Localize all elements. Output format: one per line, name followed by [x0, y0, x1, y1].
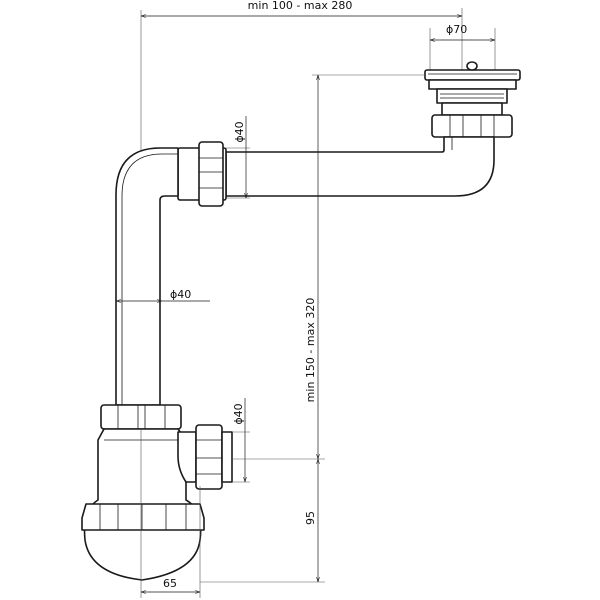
strainer-nut: [431, 114, 513, 138]
dim-outlet-height-label: 95: [304, 511, 317, 525]
dim-top-width-label: min 100 - max 280: [248, 0, 353, 12]
riser-pipe: [115, 147, 179, 406]
dim-elbow-diameter-label: ϕ40: [233, 121, 246, 142]
dim-height-range-label: min 150 - max 320: [304, 298, 317, 403]
dim-trap-offset-label: 65: [163, 577, 177, 590]
top-elbow: [225, 136, 495, 197]
dim-outlet-height: 95: [200, 458, 325, 583]
bottle-trap: [81, 428, 205, 581]
dim-height-range: min 150 - max 320: [304, 74, 425, 459]
dim-top-width: min 100 - max 280: [140, 0, 463, 150]
dim-outlet-diameter: ϕ40: [232, 398, 250, 483]
dim-pipe-diameter: ϕ40: [116, 288, 210, 301]
trap-outlet: [177, 424, 233, 490]
dim-strainer-diameter: ϕ70: [429, 23, 496, 72]
dim-pipe-diameter-label: ϕ40: [170, 288, 191, 301]
dim-elbow-diameter: ϕ40: [226, 116, 250, 199]
dim-outlet-diameter-label: ϕ40: [232, 403, 245, 424]
sink-strainer: [424, 61, 521, 116]
upper-pipe-nut: [177, 141, 227, 207]
dim-trap-offset: 65: [140, 430, 201, 598]
trap-inlet-nut: [100, 404, 182, 430]
dim-strainer-diameter-label: ϕ70: [446, 23, 467, 36]
